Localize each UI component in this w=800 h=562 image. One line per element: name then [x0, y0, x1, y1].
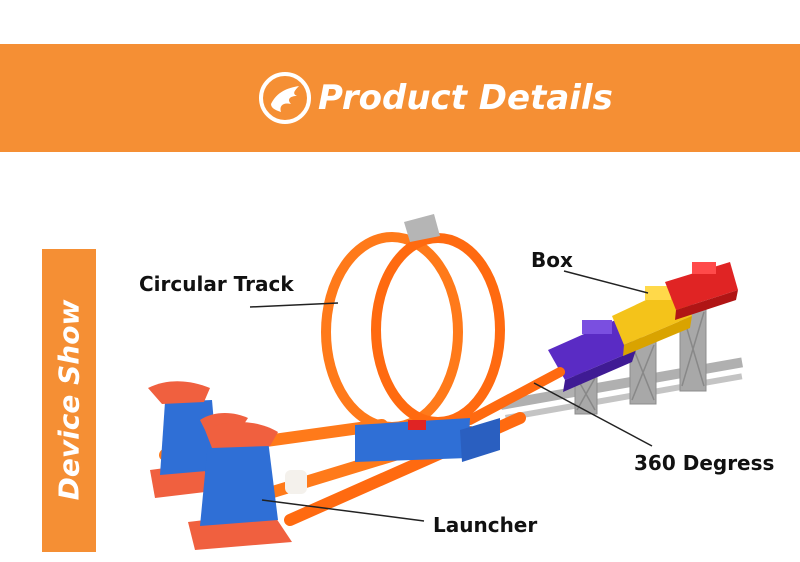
- box-red: [665, 262, 738, 320]
- loop-top-clip: [404, 214, 440, 242]
- loop-base: [355, 418, 500, 462]
- label-360-degrees: 360 Degress: [634, 451, 775, 475]
- label-circular-track: Circular Track: [139, 272, 294, 296]
- callout-lines: [249, 270, 653, 522]
- label-launcher: Launcher: [433, 513, 538, 537]
- header-banner: Product Details: [0, 44, 800, 152]
- flame-logo-icon: [259, 72, 311, 124]
- label-box: Box: [531, 248, 573, 272]
- side-tab: Device Show: [42, 249, 96, 552]
- box-purple: [548, 318, 636, 392]
- launcher-front: [188, 421, 307, 550]
- page-title: Product Details: [318, 78, 613, 118]
